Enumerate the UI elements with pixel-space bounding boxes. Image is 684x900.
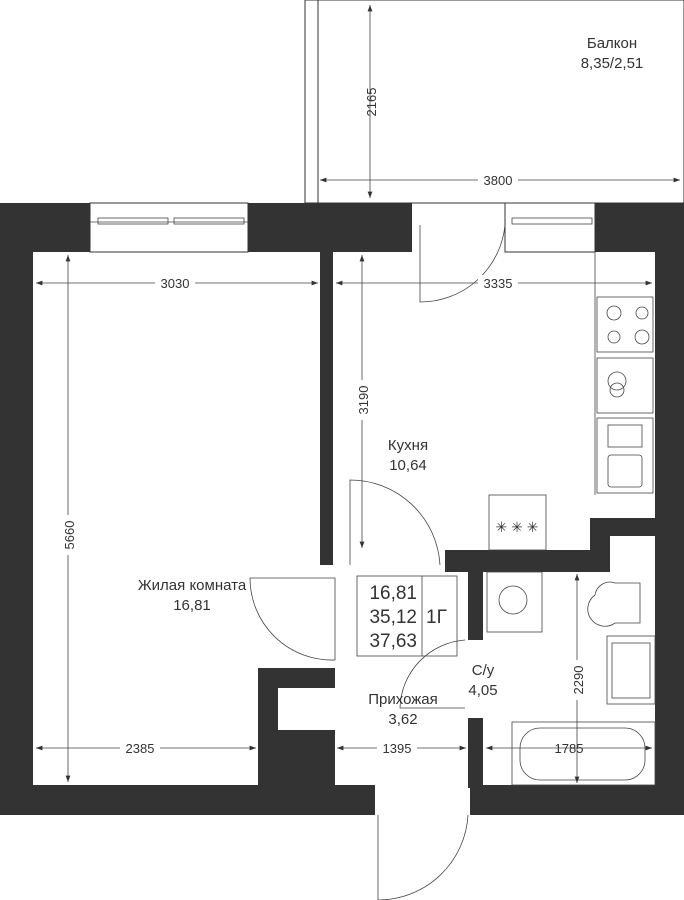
bathroom-door	[399, 639, 466, 709]
entrance-door	[377, 814, 469, 900]
kitchen-area: 10,64	[389, 457, 427, 474]
living-name: Жилая комната	[138, 577, 247, 594]
dishwasher-icon	[596, 357, 654, 414]
kitchen-fixtures: ✳ ✳ ✳	[488, 252, 654, 551]
hallway-width-label: 1395	[383, 741, 412, 756]
area-summary-box: 16,81 35,12 37,63 1Г	[356, 575, 458, 657]
room-labels: Кухня 10,64 Жилая комната 16,81 Прихожая…	[138, 437, 498, 728]
bathroom-fixtures	[486, 571, 656, 786]
toilet-icon	[587, 581, 641, 627]
dimensions: 3030 3335 3190 5660 2385 1395 1785 2290	[36, 255, 652, 783]
summary-usable-area: 35,12	[369, 607, 417, 628]
fridge-icon	[488, 494, 547, 551]
hallway-name: Прихожая	[368, 691, 438, 708]
washing-machine-icon	[486, 571, 543, 633]
bathroom-area: 4,05	[468, 682, 497, 699]
kitchen-width-label: 3335	[484, 276, 513, 291]
stove-icon	[596, 296, 654, 353]
balcony-name: Балкон	[587, 35, 637, 52]
living-area: 16,81	[173, 597, 211, 614]
living-bottom-width-label: 2385	[126, 741, 155, 756]
living-door	[249, 577, 336, 661]
bathroom-name: С/у	[472, 662, 495, 679]
summary-total-area: 37,63	[369, 631, 417, 652]
walls	[0, 203, 684, 815]
bath-depth-label: 2290	[571, 666, 586, 695]
sink-icon	[596, 417, 654, 494]
washbasin-icon	[606, 635, 656, 705]
balcony-depth-label: 2165	[364, 88, 379, 117]
kitchen-name: Кухня	[388, 437, 428, 454]
balcony: Балкон 8,35/2,51 2165 3800	[304, 0, 684, 204]
bathtub-icon	[511, 721, 656, 786]
hallway-area: 3,62	[388, 711, 417, 728]
bath-width-label: 1785	[555, 741, 584, 756]
kitchen-door	[349, 479, 441, 566]
living-width-label: 3030	[161, 276, 190, 291]
summary-living-area: 16,81	[369, 583, 417, 604]
svg-text:✳ ✳ ✳: ✳ ✳ ✳	[496, 519, 539, 535]
balcony-width-label: 3800	[484, 173, 513, 188]
living-depth-label: 5660	[62, 521, 77, 550]
balcony-area: 8,35/2,51	[581, 55, 644, 72]
apartment-type: 1Г	[426, 607, 447, 628]
windows	[89, 202, 596, 253]
kitchen-depth-label: 3190	[356, 386, 371, 415]
